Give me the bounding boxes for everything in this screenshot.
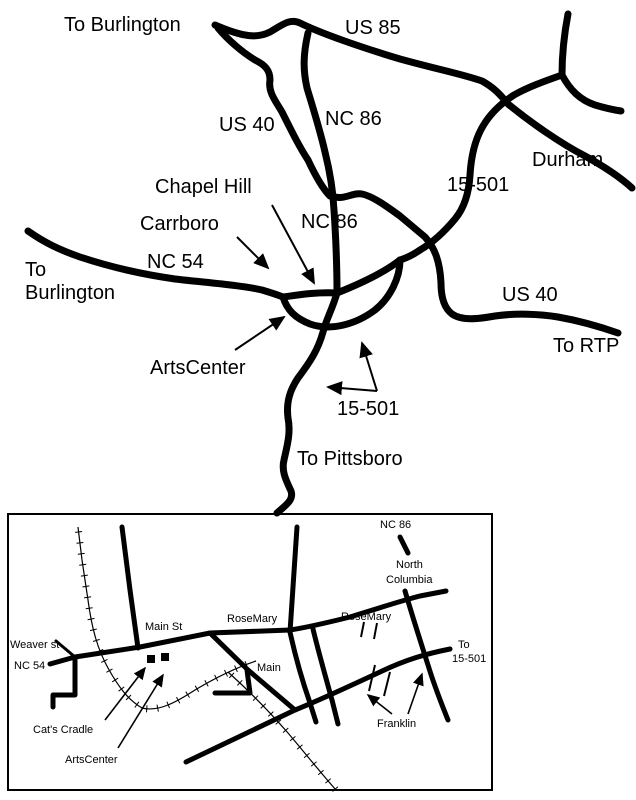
street-southwest-arm bbox=[183, 707, 298, 765]
road-nc86-15501-to-pittsboro bbox=[273, 289, 341, 517]
cats-cradle-pointer-arrow bbox=[104, 666, 146, 721]
franklin-tick-1 bbox=[368, 664, 376, 692]
road-nc54-west bbox=[24, 227, 287, 301]
label-artscenter: ArtsCenter bbox=[150, 357, 246, 379]
carrboro-pointer-arrow bbox=[236, 236, 270, 270]
road-east-branch bbox=[558, 71, 625, 115]
inset-labels: NC 86 North Columbia RoseMary RoseMary M… bbox=[10, 519, 486, 766]
label-inset-nc86: NC 86 bbox=[380, 519, 411, 531]
street-weaver bbox=[54, 639, 77, 659]
franklin-left-pointer-arrow bbox=[366, 694, 393, 715]
street-columbia-south-b bbox=[310, 626, 341, 727]
label-columbia: Columbia bbox=[386, 574, 433, 586]
label-to-15501-line1: To bbox=[458, 639, 470, 651]
label-15501-north: 15-501 bbox=[447, 174, 509, 196]
street-vertical-west bbox=[119, 524, 141, 651]
franklin-tick-2 bbox=[383, 671, 391, 697]
label-us85: US 85 bbox=[345, 17, 401, 39]
label-burlington-west: Burlington bbox=[25, 282, 115, 304]
artscenter-pointer-arrow bbox=[234, 315, 286, 351]
railroad-branch-line bbox=[227, 671, 337, 791]
rosemary-tick-1 bbox=[360, 621, 365, 638]
cats-cradle-building bbox=[147, 655, 155, 663]
main-map-roads bbox=[24, 10, 636, 517]
label-carrboro: Carrboro bbox=[140, 213, 219, 235]
label-main-st: Main St bbox=[145, 621, 182, 633]
label-to-burlington-nw: To Burlington bbox=[64, 14, 181, 36]
chapel-hill-pointer-arrow bbox=[271, 204, 315, 285]
label-north: North bbox=[396, 559, 423, 571]
railroad-cross-ticks bbox=[75, 531, 248, 713]
road-north-vertical bbox=[558, 10, 572, 79]
label-nc86-north: NC 86 bbox=[325, 108, 382, 130]
street-north-columbia bbox=[402, 588, 451, 723]
label-15501-south: 15-501 bbox=[337, 398, 399, 420]
label-to-15501-line2: 15-501 bbox=[452, 653, 486, 665]
label-rosemary-west: RoseMary bbox=[227, 613, 278, 625]
label-inset-nc54: NC 54 bbox=[14, 660, 45, 672]
label-cats-cradle: Cat's Cradle bbox=[33, 724, 93, 736]
15501-up-pointer-arrow bbox=[359, 341, 378, 392]
label-rosemary-east: RoseMary bbox=[341, 611, 392, 623]
artscenter-building bbox=[161, 653, 169, 661]
street-columbia-south-a bbox=[287, 629, 319, 725]
label-durham: Durham bbox=[532, 149, 603, 171]
rosemary-tick-2 bbox=[373, 622, 378, 640]
label-nc86-south: NC 86 bbox=[301, 211, 358, 233]
inset-roads bbox=[47, 524, 453, 765]
label-main: Main bbox=[257, 662, 281, 674]
main-map-labels: To Burlington US 85 US 40 NC 86 Durham 1… bbox=[25, 14, 619, 470]
15501-left-pointer-arrow bbox=[326, 381, 378, 396]
franklin-right-pointer-arrow bbox=[407, 672, 424, 715]
inset-tick-marks bbox=[360, 621, 391, 697]
street-main-diagonal bbox=[207, 630, 298, 713]
label-to-pittsboro: To Pittsboro bbox=[297, 448, 403, 470]
street-main-stub bbox=[212, 667, 253, 696]
road-bypass-loop-bottom bbox=[279, 256, 404, 331]
label-inset-artscenter: ArtsCenter bbox=[65, 754, 118, 766]
label-us40-east: US 40 bbox=[502, 284, 558, 306]
road-main-st-through-town bbox=[279, 289, 341, 301]
street-franklin bbox=[292, 646, 453, 713]
label-weaver-st: Weaver st bbox=[10, 639, 59, 651]
street-south-hook bbox=[50, 654, 78, 710]
inset-arrows bbox=[104, 666, 424, 749]
inset-map: NC 86 North Columbia RoseMary RoseMary M… bbox=[7, 513, 493, 792]
street-vertical-center bbox=[287, 524, 300, 635]
main-map-arrows bbox=[234, 204, 378, 396]
street-nc86-stub bbox=[397, 534, 411, 556]
road-us40 bbox=[214, 24, 622, 337]
artscenter-inset-pointer-arrow bbox=[117, 673, 164, 749]
road-nc86-north bbox=[300, 29, 341, 297]
label-nc54: NC 54 bbox=[147, 251, 204, 273]
label-to-rtp: To RTP bbox=[553, 335, 619, 357]
label-chapel-hill: Chapel Hill bbox=[155, 176, 252, 198]
inset-buildings bbox=[147, 653, 169, 663]
road-15501 bbox=[396, 71, 566, 264]
inset-border bbox=[7, 513, 493, 791]
label-franklin: Franklin bbox=[377, 718, 416, 730]
road-us85-durham bbox=[211, 17, 636, 192]
label-us40-north: US 40 bbox=[219, 114, 275, 136]
road-15501-loop-top bbox=[333, 256, 404, 297]
street-nc54-main-st bbox=[47, 627, 293, 667]
label-to-west: To bbox=[25, 259, 46, 281]
